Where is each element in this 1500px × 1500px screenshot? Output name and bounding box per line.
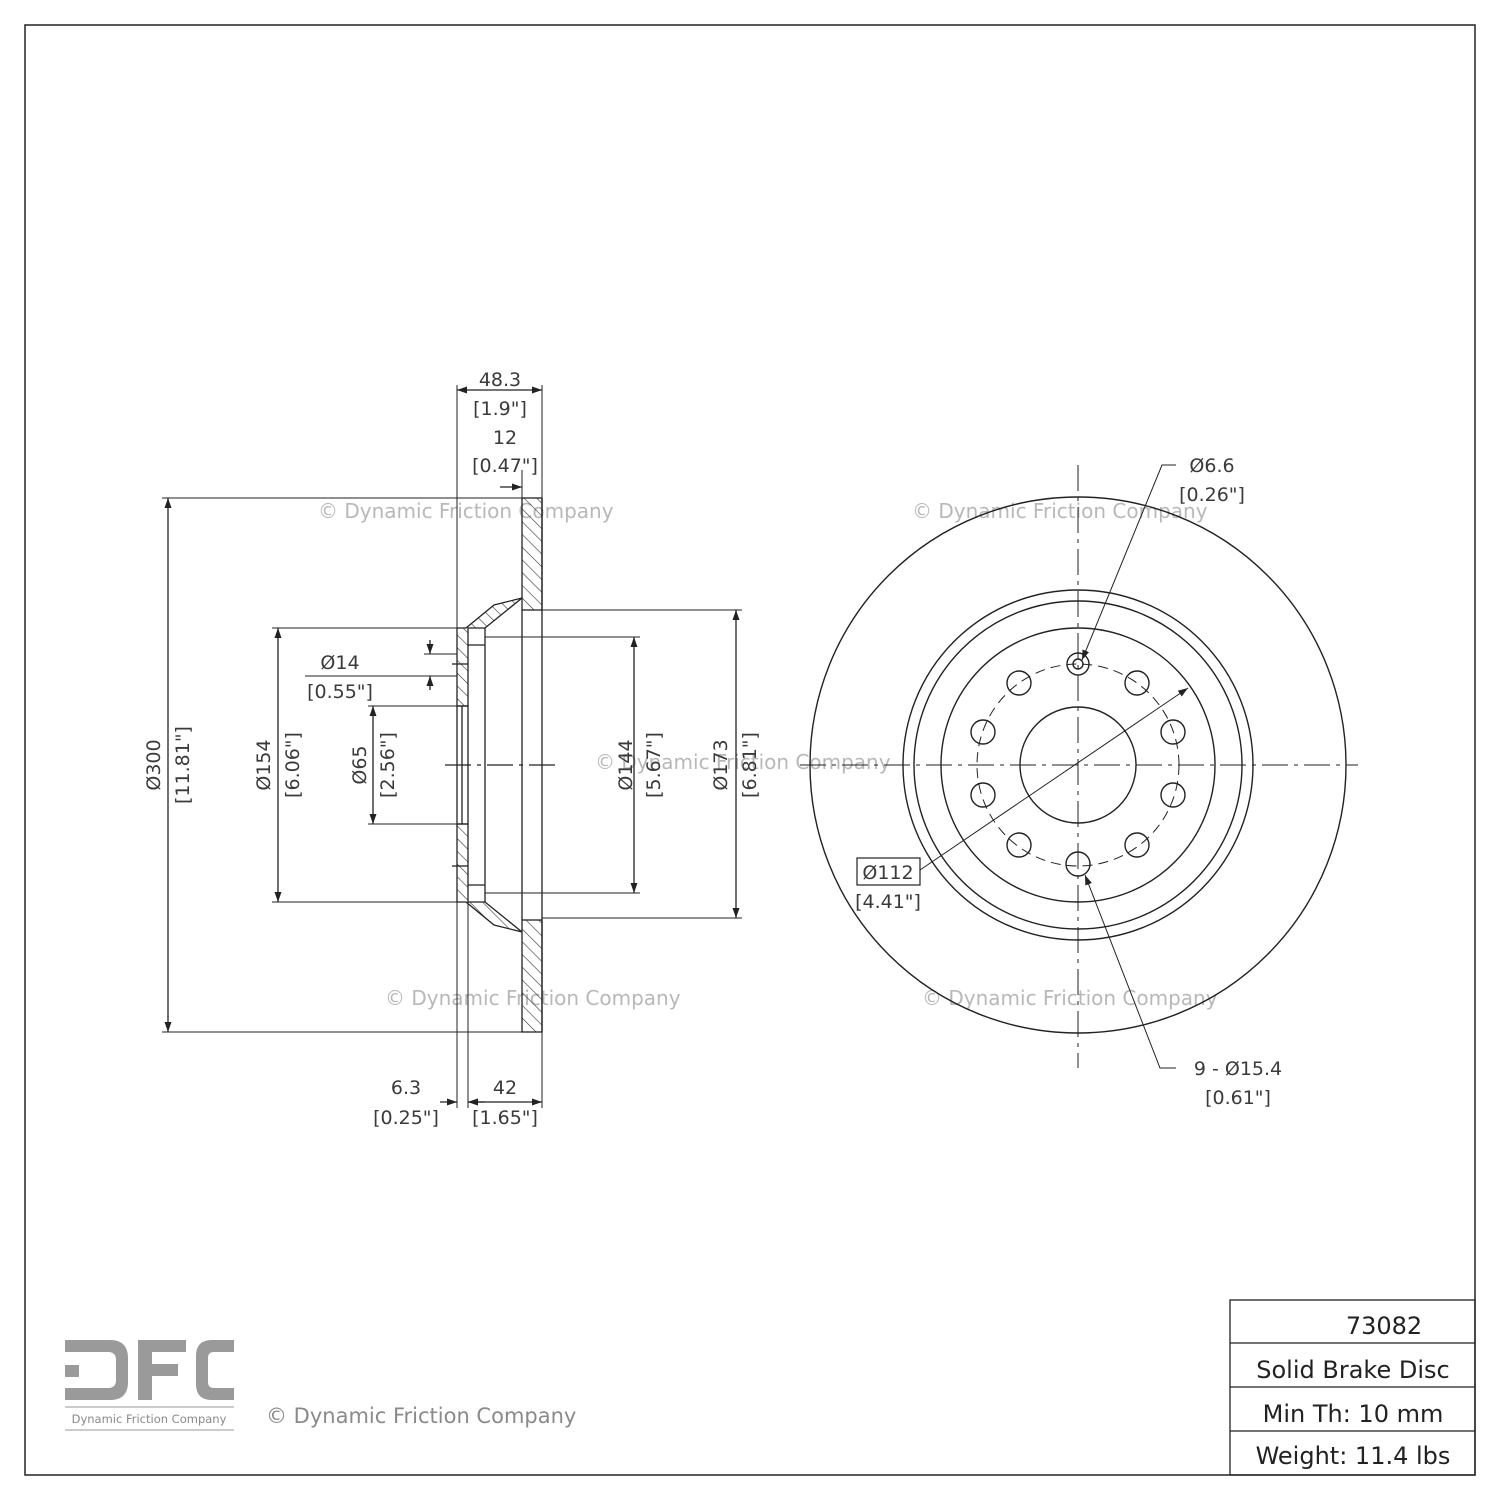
hat-diameter-in: [6.06"]: [282, 732, 304, 798]
leader-bolt-holes: [1084, 874, 1176, 1069]
bolt-holes: [970, 670, 1186, 877]
rotor-thickness-mm: 12: [493, 427, 517, 449]
hat-height-in: [1.65"]: [472, 1107, 538, 1129]
hat-inner-ring: [913, 600, 1243, 930]
bolt-circle-label-box: [856, 857, 921, 886]
center-bore: [1019, 706, 1137, 824]
stud-hole-mm: Ø14: [320, 652, 359, 674]
hub-face-ring: [940, 627, 1216, 903]
watermark-text: © Dynamic Friction Company: [595, 750, 891, 774]
logo-subtitle: Dynamic Friction Company: [72, 1412, 227, 1426]
bolt-hole: [1160, 782, 1186, 808]
dfc-logo: Dynamic Friction Company © Dynamic Frict…: [65, 1340, 576, 1431]
bolt-hole: [970, 719, 996, 745]
hat-diameter-mm: Ø154: [253, 739, 275, 790]
part-number: 73082: [1346, 1312, 1422, 1340]
bolt-circle-in: [4.41"]: [855, 891, 921, 913]
hat-wall-in: [0.25"]: [373, 1107, 439, 1129]
watermark-text: © Dynamic Friction Company: [318, 499, 614, 523]
locating-hole: [1066, 652, 1090, 676]
hat-outer-in: [6.81"]: [739, 732, 761, 798]
weight: Weight: 11.4 lbs: [1256, 1442, 1451, 1470]
bolt-holes-mm: 9 - Ø15.4: [1194, 1058, 1282, 1080]
bolt-hole: [970, 782, 996, 808]
outer-diameter-mm: Ø300: [143, 739, 165, 790]
dfc-logo-mark: [65, 1340, 234, 1400]
friction-ring-bottom: [521, 919, 543, 1033]
rotor-outer-edge: [809, 496, 1347, 1034]
overall-width-mm: 48.3: [479, 369, 521, 391]
stud-hole-in: [0.55"]: [307, 681, 373, 703]
outer-diameter-in: [11.81"]: [172, 726, 194, 804]
sheet-border: [24, 24, 1476, 1476]
center-bore-in: [2.56"]: [377, 732, 399, 798]
small-hole-in: [0.26"]: [1179, 484, 1245, 506]
friction-ring-top: [521, 497, 543, 611]
watermark-text: © Dynamic Friction Company: [912, 499, 1208, 523]
front-view-dimensions: Ø6.6 [0.26"] Ø112 [4.41"] 9 - Ø15.4 [0.6…: [855, 455, 1282, 1109]
title-block: 73082 Solid Brake Disc Min Th: 10 mm Wei…: [1229, 1299, 1476, 1476]
inner-hat-in: [5.67"]: [643, 732, 665, 798]
side-view-dimensions: 48.3 [1.9"] 12 [0.47"] Ø14 [0.55"] Ø300 …: [143, 369, 761, 1129]
watermark-text: © Dynamic Friction Company: [922, 986, 1218, 1010]
hat-wall-mm: 6.3: [391, 1077, 421, 1099]
inner-hat-mm: Ø144: [615, 739, 637, 790]
part-description: Solid Brake Disc: [1256, 1356, 1449, 1384]
bolt-circle-mm: Ø112: [862, 862, 913, 884]
bolt-circle: [976, 663, 1180, 867]
hat-outer-ring: [902, 589, 1254, 941]
bolt-hole: [1006, 832, 1032, 858]
bolt-hole: [1124, 832, 1150, 858]
leader-small-hole: [1081, 464, 1176, 661]
locating-hole-inner: [1072, 658, 1084, 670]
copyright-text: © Dynamic Friction Company: [266, 1404, 576, 1428]
small-hole-mm: Ø6.6: [1189, 455, 1234, 477]
leader-bolt-circle: [919, 687, 1189, 871]
overall-width-in: [1.9"]: [473, 398, 527, 420]
bolt-hole: [1006, 670, 1032, 696]
hat-wall-top: [456, 597, 523, 707]
hat-height-mm: 42: [493, 1077, 517, 1099]
bolt-hole: [1160, 719, 1186, 745]
hat-wall-bottom: [456, 823, 523, 933]
watermarks: © Dynamic Friction Company © Dynamic Fri…: [318, 499, 1218, 1010]
bolt-holes-in: [0.61"]: [1205, 1087, 1271, 1109]
rotor-thickness-in: [0.47"]: [472, 455, 538, 477]
bolt-hole: [1065, 851, 1091, 877]
center-bore-mm: Ø65: [349, 745, 371, 784]
front-view: [800, 464, 1358, 1069]
bolt-hole: [1124, 670, 1150, 696]
min-thickness: Min Th: 10 mm: [1263, 1400, 1444, 1428]
side-section-view: [162, 385, 742, 1108]
hat-outer-mm: Ø173: [710, 739, 732, 790]
